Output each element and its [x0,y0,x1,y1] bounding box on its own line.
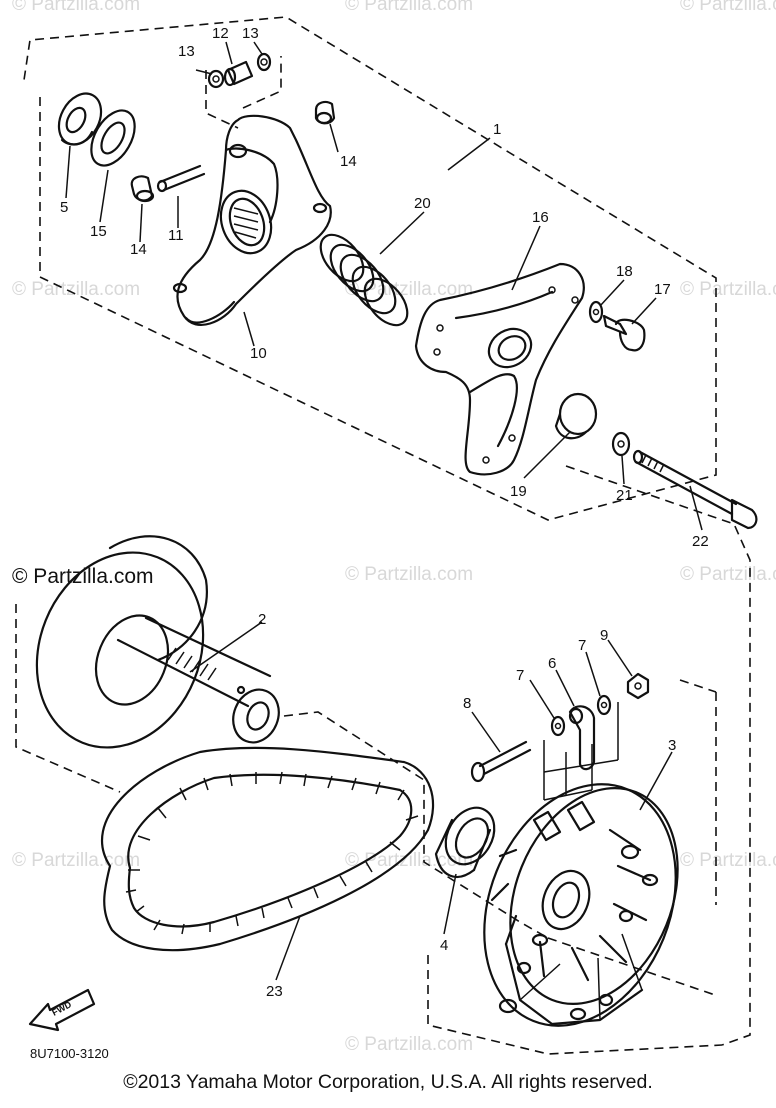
watermark: © Partzilla.com [345,0,473,15]
part-label-14a: 14 [130,241,147,258]
part-label-7b: 7 [578,637,586,654]
part-label-11: 11 [168,227,184,244]
part-19-cap [554,392,598,440]
watermark-layer: © Partzilla.com © Partzilla.com © Partzi… [12,0,776,1055]
part-13-nut-right [256,52,272,72]
part-11-pin [156,164,206,193]
part-label-22: 22 [692,533,709,550]
diagram-code: 8U7100-3120 [30,1046,109,1061]
part-label-20: 20 [414,195,431,212]
part-10-spider [172,114,332,326]
part-14-cap-left [130,175,155,203]
part-20-spring [319,233,409,327]
watermark: © Partzilla.com [345,564,473,585]
part-label-5: 5 [60,199,68,216]
part-label-12: 12 [212,25,229,42]
part-label-18: 18 [616,263,633,280]
part-label-10: 10 [250,345,267,362]
part-6-weight [568,705,596,771]
part-5-washer [57,92,103,146]
part-22-bolt [632,449,758,530]
watermark: © Partzilla.com [680,279,776,300]
part-label-21: 21 [616,487,633,504]
part-7-washer-right [596,694,612,716]
part-label-13b: 13 [242,25,259,42]
watermark-main: © Partzilla.com [12,565,154,588]
part-label-8: 8 [463,695,471,712]
part-label-3: 3 [668,737,676,754]
forward-arrow-icon: FWD [28,988,96,1032]
copyright-notice: ©2013 Yamaha Motor Corporation, U.S.A. A… [123,1071,653,1093]
watermark: © Partzilla.com [345,1034,473,1055]
watermark: © Partzilla.com [12,0,140,15]
part-label-9: 9 [600,627,608,644]
part-8-bolt [470,740,532,783]
part-label-23: 23 [266,983,283,1000]
part-label-16: 16 [532,209,549,226]
part-label-13a: 13 [178,43,195,60]
forward-arrow-label: FWD [50,999,73,1018]
assembly-group-outline [15,16,751,1055]
watermark: © Partzilla.com [680,0,776,15]
watermark: © Partzilla.com [680,850,776,871]
part-label-14b: 14 [340,153,357,170]
watermark: © Partzilla.com [12,279,140,300]
part-label-19: 19 [510,483,527,500]
part-21-nut [611,431,631,457]
part-label-2: 2 [258,611,266,628]
part-14-cap-right [314,100,336,125]
watermark: © Partzilla.com [680,564,776,585]
part-9-nut [626,672,650,700]
part-12-collar [223,60,254,87]
part-label-7a: 7 [516,667,524,684]
watermark: © Partzilla.com [345,279,473,300]
part-3-movable-sheave [483,783,679,1027]
part-4-bushing [434,806,496,878]
part-2-fixed-sheave [35,535,280,749]
part-label-15: 15 [90,223,107,240]
watermark: © Partzilla.com [12,850,140,871]
part-15-shim [90,109,136,167]
part-18-washer [588,300,604,324]
part-label-6: 6 [548,655,556,672]
assembly-guide-lines [543,702,619,801]
part-17-bolt [602,314,646,352]
leader-lines [65,41,703,981]
part-16-cover [414,262,585,476]
part-label-4: 4 [440,937,448,954]
part-7-washer-left [550,715,566,737]
part-23-drive-belt [101,746,435,952]
part-label-1: 1 [493,121,501,138]
part-13-nut-left [207,69,225,89]
part-labels: 1 2 3 4 5 6 7 7 8 9 10 11 12 13 13 14 14… [60,25,709,1000]
part-label-17: 17 [654,281,671,298]
